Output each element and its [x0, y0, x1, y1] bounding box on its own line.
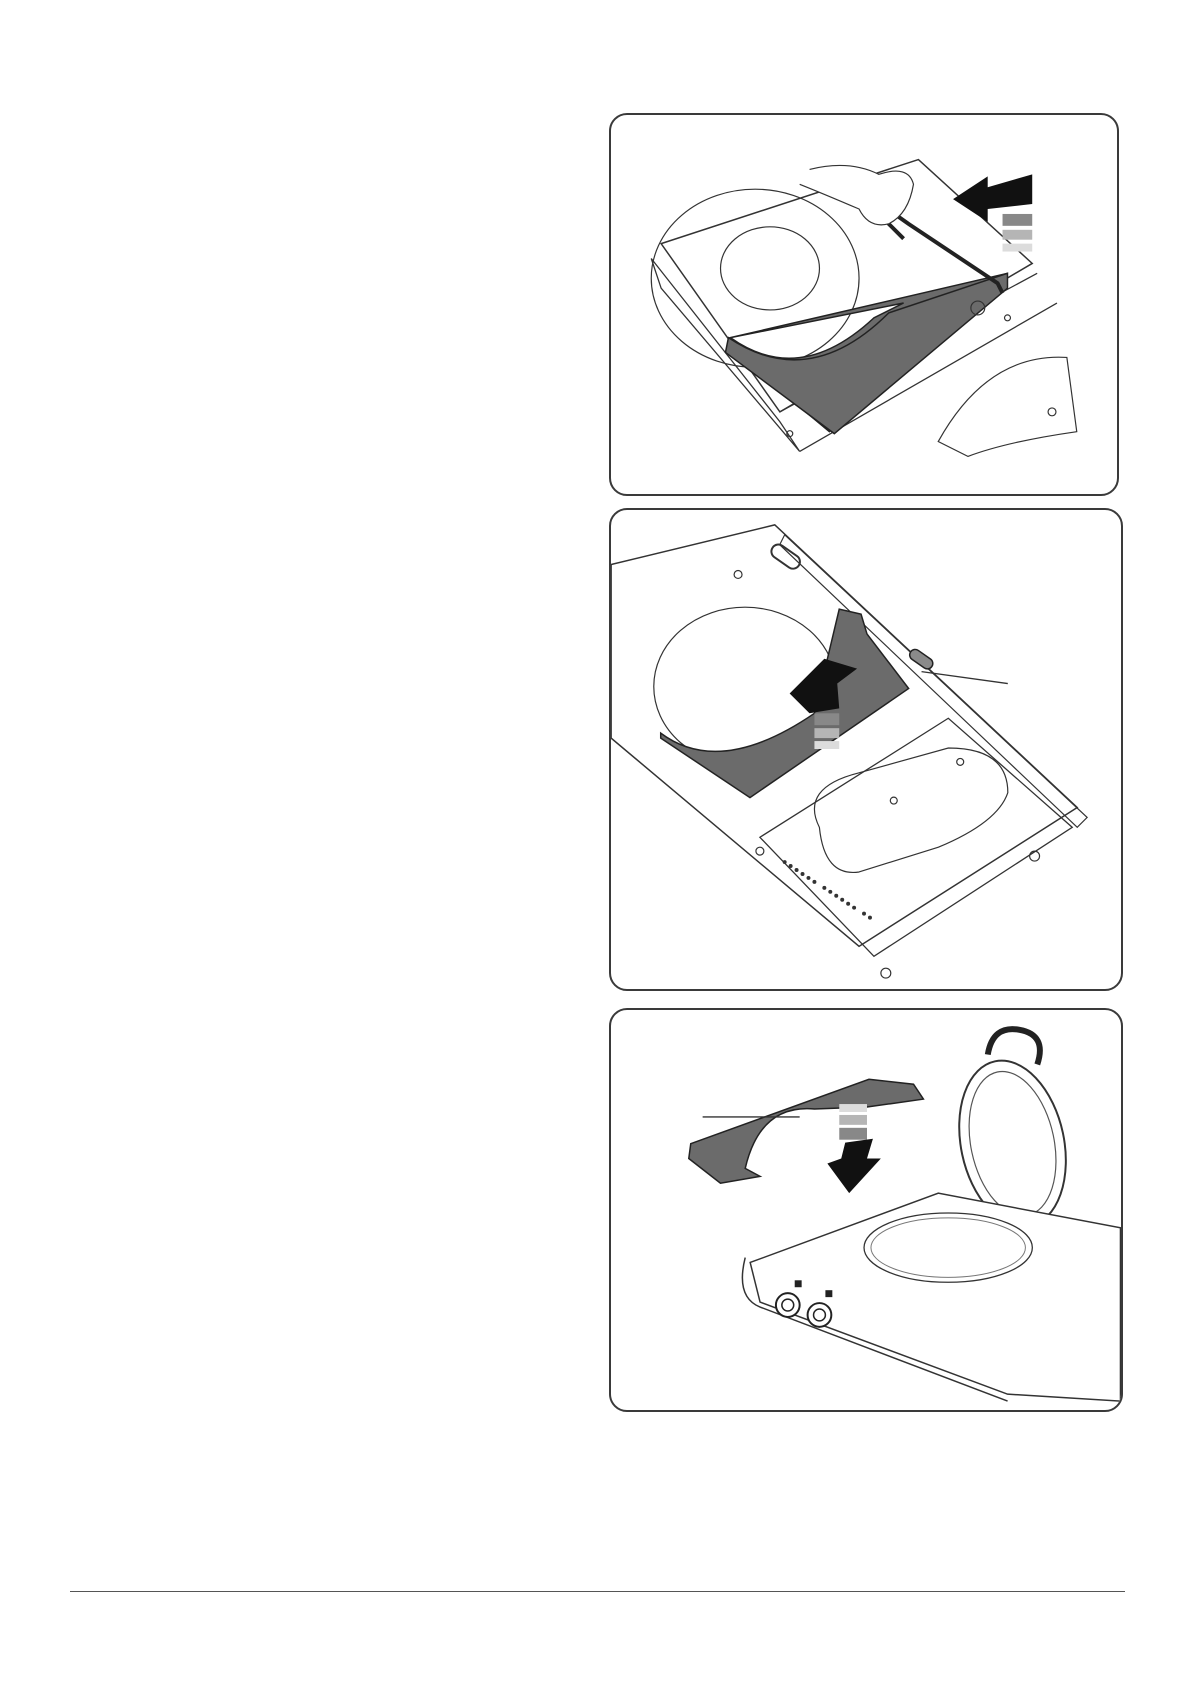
figure-1-illustration: [611, 115, 1117, 494]
figure-3-insert-plate: [609, 1008, 1123, 1412]
cover-plate: [689, 1079, 924, 1183]
figure-2-lift-plate: [609, 508, 1123, 991]
hand: [800, 165, 914, 224]
callout-line: [922, 672, 1008, 684]
figure-3-illustration: [611, 1010, 1121, 1410]
figure-2-illustration: [611, 510, 1121, 989]
figure-1-remove-plate: [609, 113, 1119, 496]
footer-rule: [70, 1591, 1125, 1592]
arrow-down-icon: [827, 1104, 880, 1193]
lid-handle: [988, 1029, 1040, 1064]
arrow-left-icon: [953, 174, 1032, 251]
control-symbols: [783, 860, 872, 920]
